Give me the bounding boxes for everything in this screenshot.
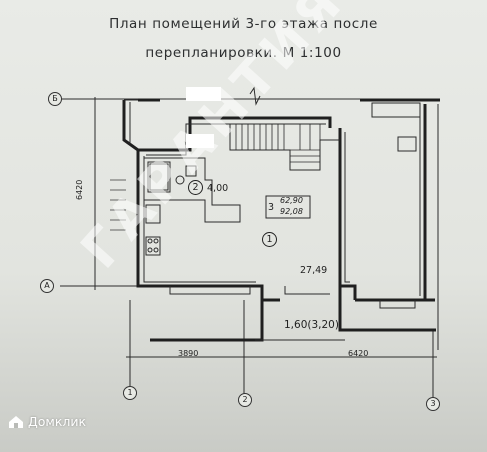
room-3-area-bottom: 92,08 xyxy=(280,207,303,216)
dimension-height: 6420 xyxy=(75,179,84,200)
brand-name: Домклик xyxy=(28,414,87,429)
wall-top xyxy=(138,116,332,152)
redaction-block xyxy=(186,87,221,101)
dimension-bottom-left: 3890 xyxy=(178,349,199,358)
room-1-number: 1 xyxy=(262,232,277,247)
brand-badge: Домклик xyxy=(8,414,86,429)
house-logo-icon xyxy=(9,415,23,428)
wall-partition xyxy=(338,128,357,300)
room-2-area: 4,00 xyxy=(207,183,229,194)
axis-label-2: 2 xyxy=(238,393,252,407)
axis-label-a: А xyxy=(40,279,54,293)
axis-label-1: 1 xyxy=(123,386,137,400)
room-3-area-top: 62,90 xyxy=(280,196,303,205)
balcony-area: 1,60(3,20) xyxy=(284,319,339,331)
plan-title-line2: перепланировки. М 1:100 xyxy=(145,45,342,61)
redaction-block xyxy=(186,134,214,148)
room-2-number: 2 xyxy=(188,180,203,195)
dimension-bottom-right: 6420 xyxy=(348,349,369,358)
room-3-number: 3 xyxy=(268,202,275,213)
axis-label-3: 3 xyxy=(426,397,440,411)
axis-label-b: Б xyxy=(48,92,62,106)
room-1-area: 27,49 xyxy=(300,265,328,276)
plan-title-line1: План помещений 3-го этажа после xyxy=(109,16,378,32)
